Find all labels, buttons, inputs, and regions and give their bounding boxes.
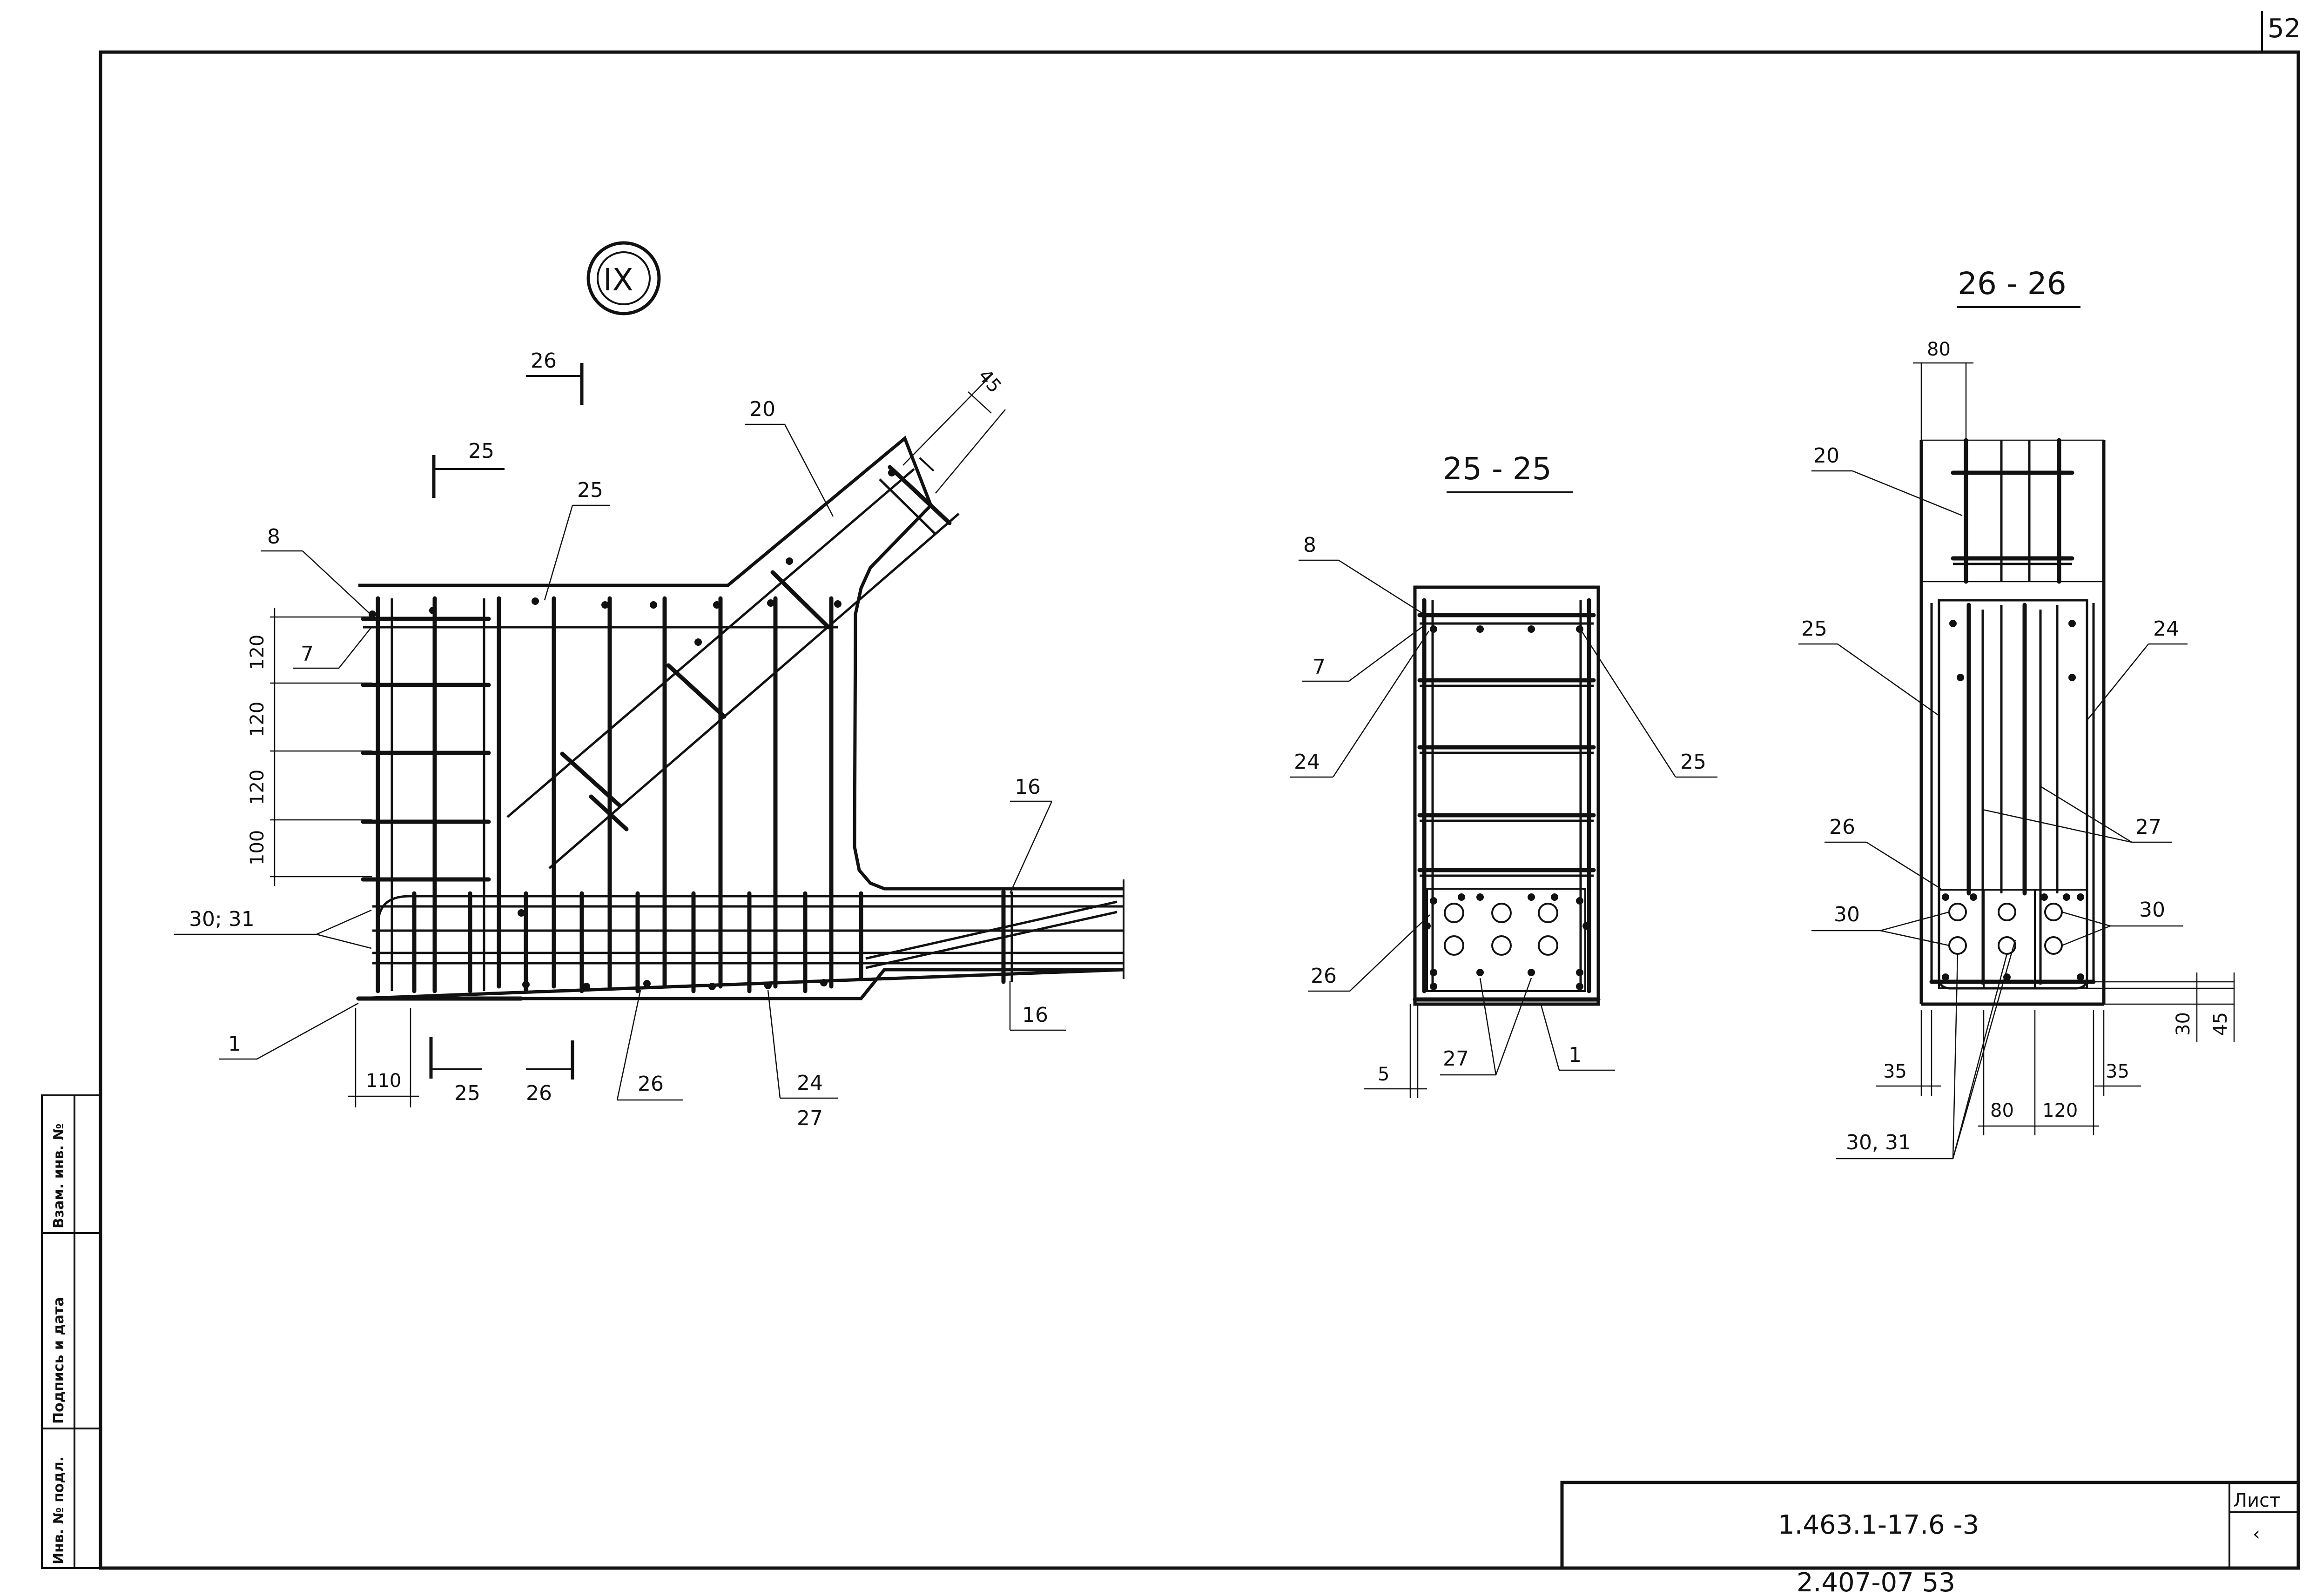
section-26-leaders: 20 25 24 27 26 30 — [1798, 444, 2188, 1160]
section-26-title: 26 - 26 — [1958, 266, 2067, 302]
stirrup-16 — [1001, 889, 1013, 984]
s26-label-30-right: 30 — [2139, 898, 2165, 922]
dim-120a: 120 — [247, 635, 268, 670]
section-mark-text: 25 — [468, 439, 494, 463]
dim-45: 45 — [2210, 1012, 2231, 1036]
s26-label-30-left: 30 — [1834, 903, 1860, 926]
corner-page-number: 52 — [2268, 13, 2301, 44]
label-24: 24 — [797, 1071, 823, 1095]
section-26-bottom-cage — [1929, 889, 2096, 989]
dim-text: 110 — [366, 1070, 401, 1092]
dim-120c: 120 — [247, 770, 268, 805]
label-25: 25 — [577, 478, 603, 502]
section-26-dims: 80 30 45 35 35 80 120 — [1876, 339, 2235, 1135]
node-mark-ix: IX — [586, 241, 661, 315]
section-mark-text: 26 — [526, 1081, 552, 1105]
section-25-dots — [1423, 625, 1590, 990]
section-26-dots — [1942, 620, 2084, 981]
concrete-outline — [358, 436, 1124, 1000]
elevation-view: IX 26 25 25 26 — [174, 241, 1124, 1130]
section-25-title: 25 - 25 — [1443, 451, 1552, 487]
section-25-horizontal-bars — [1417, 613, 1596, 877]
label-16-top: 16 — [1015, 775, 1041, 799]
list-value: ‹ — [2253, 1523, 2260, 1545]
dim-chain-left: 120 120 120 100 — [247, 608, 372, 886]
vertical-stirrups — [497, 596, 834, 989]
label-30-31: 30; 31 — [189, 907, 255, 931]
inclined-cage-20 — [506, 457, 960, 869]
s26-label-25: 25 — [1801, 617, 1827, 641]
section-cut-26-top: 26 — [526, 349, 584, 405]
dim-text: 5 — [1378, 1064, 1389, 1085]
dim-30: 30 — [2173, 1012, 2194, 1036]
section-mark-text: 25 — [454, 1081, 480, 1105]
label-1: 1 — [228, 1032, 241, 1056]
section-cut-25-bottom: 25 — [429, 1037, 482, 1105]
dim-35-right: 35 — [2106, 1061, 2129, 1082]
bottom-short-verticals — [412, 891, 863, 993]
section-25-leaders: 8 7 24 25 26 27 1 — [1290, 533, 1717, 1076]
s25-label-25: 25 — [1680, 750, 1706, 774]
s25-label-24: 24 — [1294, 750, 1320, 774]
dim-text: 45 — [974, 365, 1005, 397]
s26-label-27: 27 — [2135, 815, 2161, 839]
side-label-sign: Подпись и дата — [51, 1297, 67, 1424]
side-label-vzam: Взам. инв. № — [51, 1123, 67, 1228]
section-26-column — [1919, 438, 2106, 1006]
section-mark-text: 26 — [531, 349, 557, 373]
label-16-bottom: 16 — [1022, 1003, 1048, 1027]
s25-label-26: 26 — [1311, 964, 1337, 988]
dim-120: 120 — [2042, 1100, 2078, 1121]
elevation-leaders: 20 25 8 7 30; 31 1 26 — [174, 397, 1066, 1130]
dim-80: 80 — [1990, 1100, 2014, 1121]
bottom-longitudinal-bars — [372, 895, 1124, 969]
section-25-hole-grid — [1444, 903, 1558, 956]
stamp-bottom-code: 2.407-07 53 — [1797, 1568, 1955, 1596]
section-25-dim-5: 5 — [1364, 1004, 1427, 1098]
section-25-inner-cage — [1426, 888, 1586, 992]
node-mark-text: IX — [603, 262, 633, 298]
label-27: 27 — [797, 1106, 823, 1130]
bar-dots — [369, 469, 895, 990]
section-26-26: 26 - 26 — [1798, 266, 2235, 1160]
section-cut-26-bottom: 26 — [526, 1040, 574, 1105]
s25-label-8: 8 — [1303, 533, 1316, 557]
dim-100: 100 — [247, 830, 268, 865]
side-strip: Инв. № подл. Подпись и дата Взам. инв. № — [41, 1094, 101, 1569]
dim-35-left: 35 — [1883, 1061, 1907, 1082]
s26-label-20: 20 — [1813, 444, 1839, 468]
side-label-inv: Инв. № подл. — [51, 1456, 67, 1564]
section-cut-25-top: 25 — [432, 439, 505, 498]
list-label: Лист — [2233, 1490, 2280, 1511]
s25-label-1: 1 — [1569, 1043, 1582, 1067]
stamp-code: 1.463.1-17.6 -3 — [1778, 1510, 1979, 1540]
s25-label-27: 27 — [1443, 1047, 1469, 1071]
dim-80-top: 80 — [1927, 339, 1951, 360]
s25-label-7: 7 — [1313, 655, 1326, 679]
label-8: 8 — [267, 525, 280, 549]
title-stamp: 1.463.1-17.6 -3 Лист ‹ 2.407-07 53 — [1560, 1481, 2300, 1596]
s26-label-24: 24 — [2153, 617, 2179, 641]
dim-110: 110 — [348, 1008, 419, 1107]
label-7: 7 — [301, 642, 314, 666]
label-26: 26 — [638, 1072, 664, 1096]
sheet-frame: 52 Инв. № подл. Подпись и дата Взам. инв… — [41, 11, 2301, 1596]
s26-label-26: 26 — [1829, 815, 1855, 839]
s26-label-30-31: 30, 31 — [1846, 1131, 1911, 1154]
label-20: 20 — [749, 397, 775, 421]
section-25-25: 25 - 25 — [1290, 451, 1717, 1098]
section-25-outline — [1413, 585, 1600, 1006]
section-26-body — [1930, 599, 2095, 990]
dim-120b: 120 — [247, 702, 268, 737]
